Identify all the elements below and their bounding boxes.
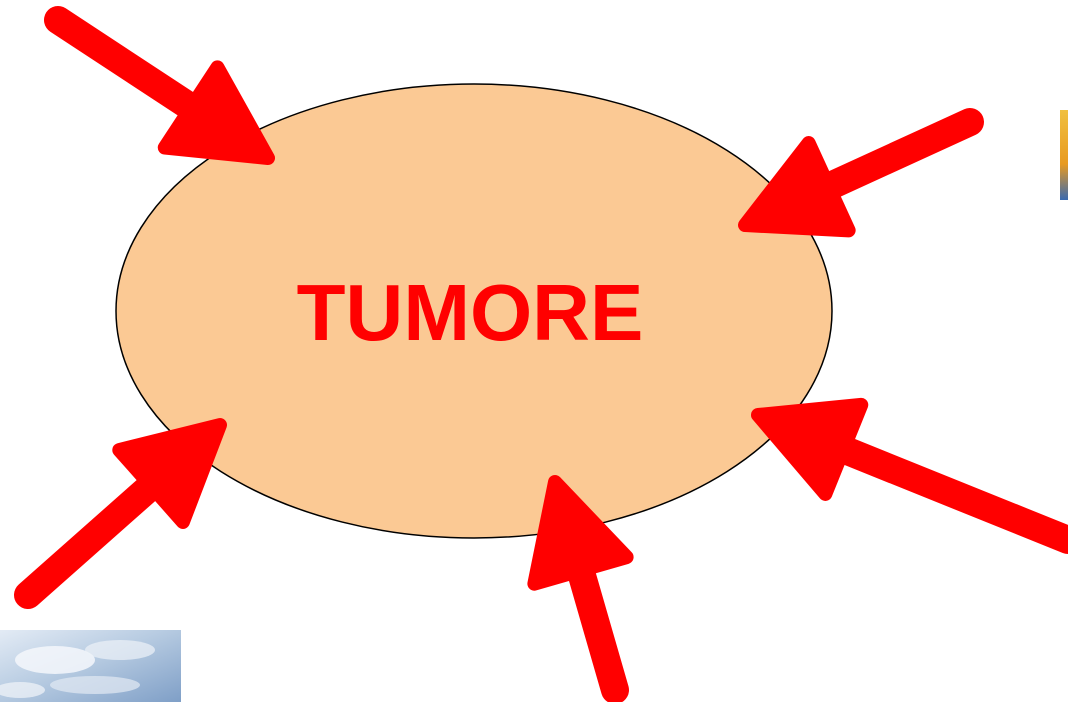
arrow-head — [165, 67, 268, 158]
arrow-top-right — [745, 122, 970, 230]
cloud-photo-fragment — [0, 630, 181, 702]
arrow-shaft — [28, 479, 159, 595]
arrow-shaft — [578, 561, 615, 690]
arrow-bottom-left — [28, 425, 220, 595]
arrow-shaft — [820, 122, 970, 191]
arrow-shaft — [58, 20, 199, 113]
arrow-top-left — [58, 20, 268, 158]
arrow-head — [758, 405, 861, 494]
arrow-shaft — [834, 446, 1068, 540]
image-fragment-right — [1060, 110, 1068, 200]
tumor-label: TUMORE — [297, 268, 644, 357]
arrow-right — [758, 405, 1068, 540]
